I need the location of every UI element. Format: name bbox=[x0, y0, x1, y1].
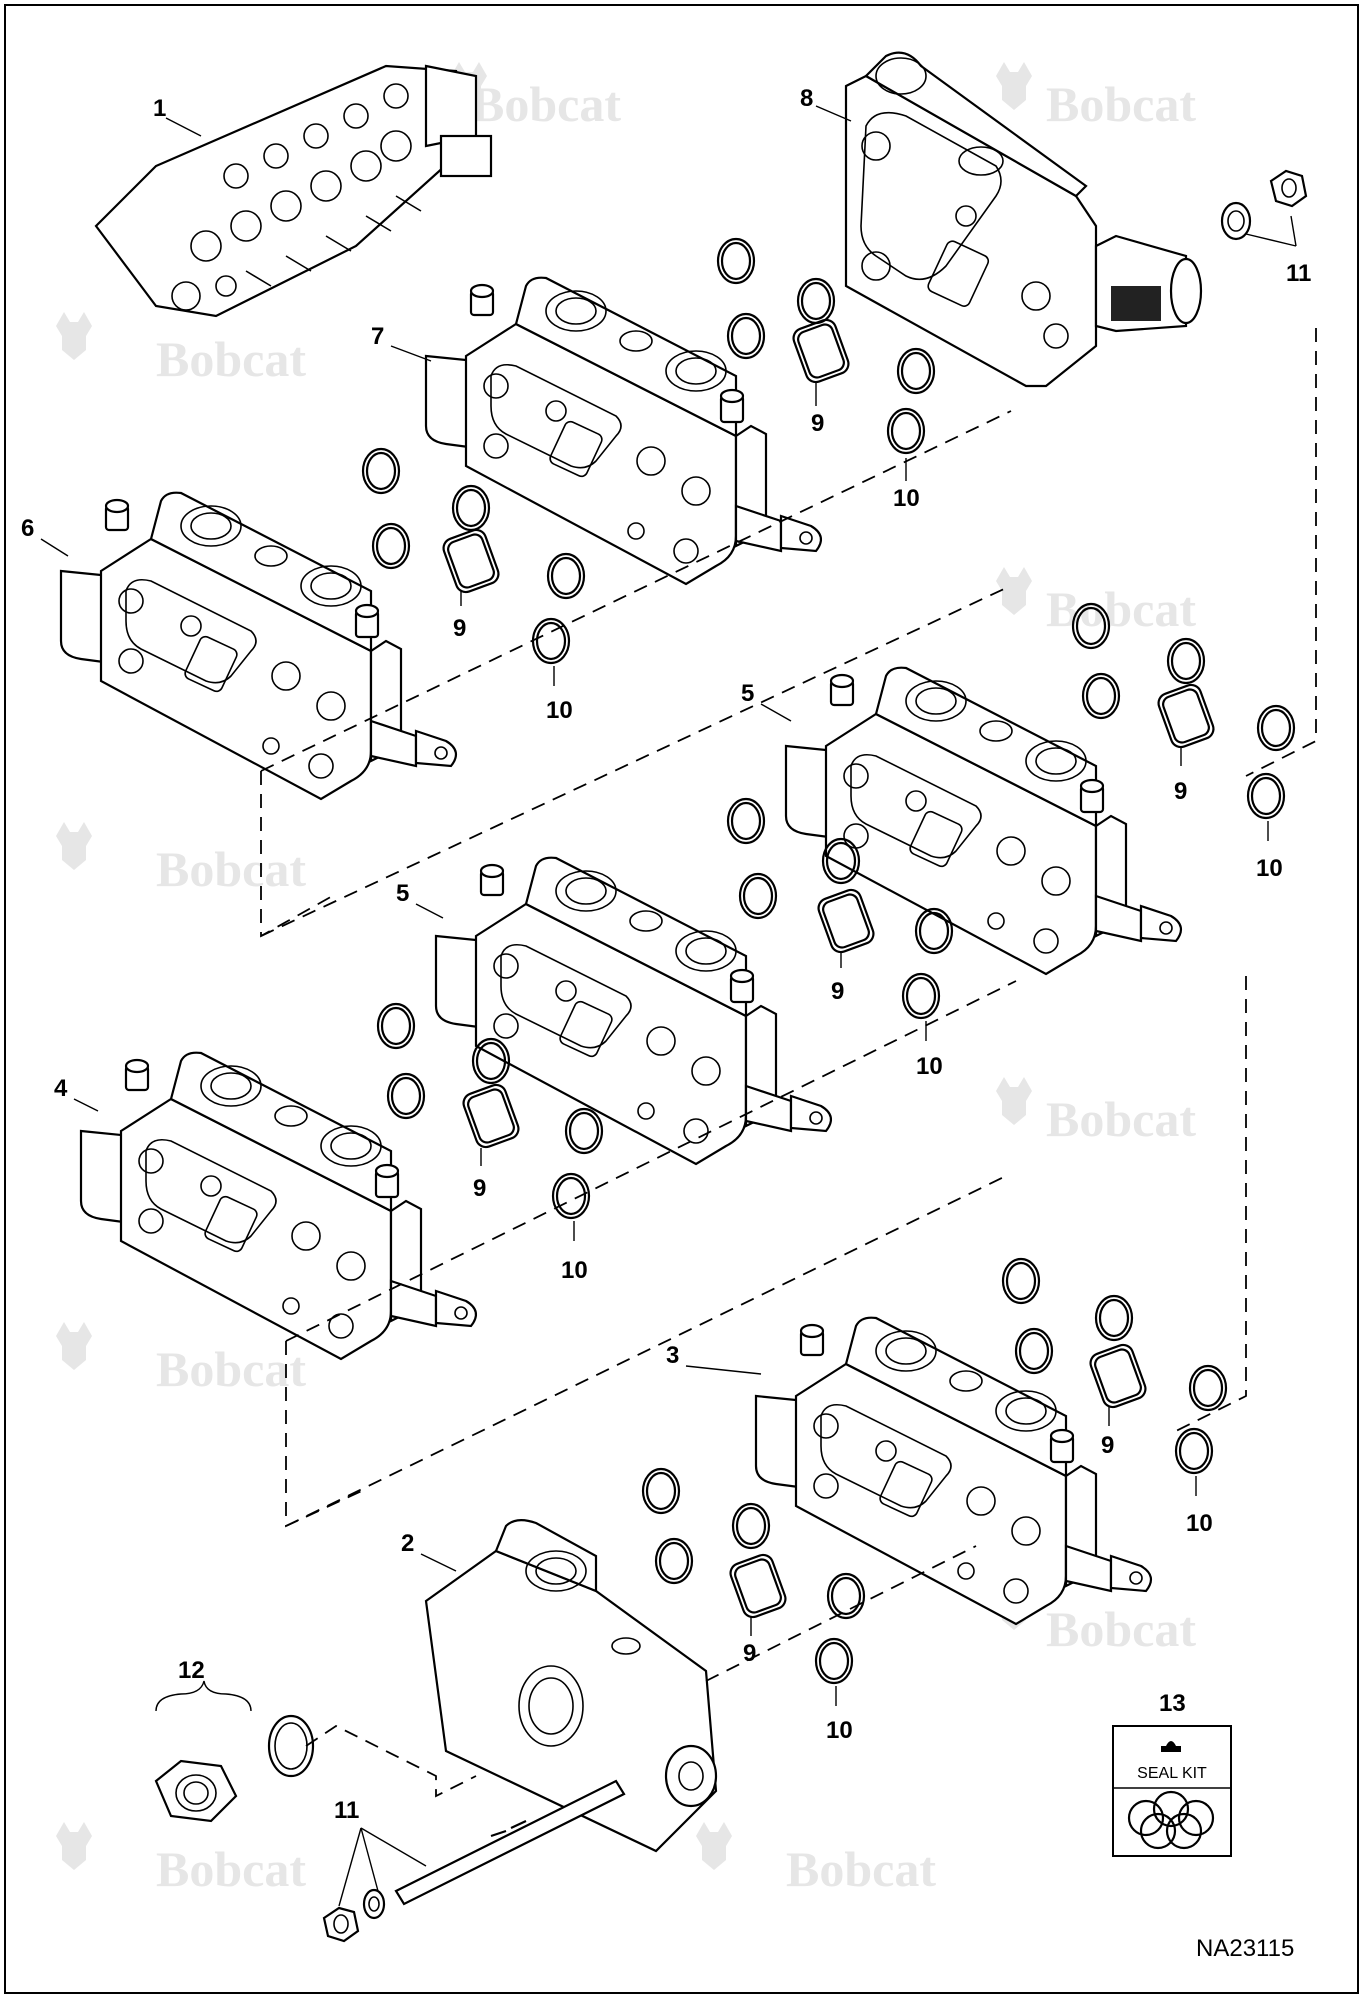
hex-nut-icon bbox=[154, 1759, 238, 1823]
callout-9: 9 bbox=[473, 1175, 486, 1202]
callout-9: 9 bbox=[743, 1640, 756, 1667]
gasket-icon bbox=[1154, 681, 1218, 751]
o-ring-icon bbox=[796, 277, 836, 325]
callout-4: 4 bbox=[54, 1075, 68, 1102]
exploded-diagram: Bobcat Bobcat Bobcat Bobcat Bobcat Bobca… bbox=[21, 51, 1317, 1962]
callout-8: 8 bbox=[800, 85, 813, 112]
callout-9: 9 bbox=[1101, 1432, 1114, 1459]
watermark-text: Bobcat bbox=[1046, 1091, 1196, 1147]
callout-9: 9 bbox=[831, 978, 844, 1005]
o-ring-icon bbox=[1127, 1790, 1215, 1850]
callout-13: 13 bbox=[1159, 1690, 1186, 1717]
callout-5-lower: 5 bbox=[396, 880, 409, 907]
gasket-icon bbox=[814, 886, 878, 956]
o-ring-icon bbox=[914, 907, 954, 955]
watermark-text: Bobcat bbox=[471, 76, 621, 132]
o-ring-icon bbox=[531, 617, 571, 665]
callout-9: 9 bbox=[811, 410, 824, 437]
watermark-text: Bobcat bbox=[156, 1341, 306, 1397]
tie-rod bbox=[394, 1779, 626, 1906]
o-ring-icon bbox=[376, 1002, 416, 1050]
seal-kit-box: SEAL KIT bbox=[1112, 1725, 1232, 1857]
o-ring-icon bbox=[551, 1172, 591, 1220]
seal-ring-icon bbox=[362, 1888, 386, 1920]
o-ring-icon bbox=[654, 1537, 694, 1585]
callout-10: 10 bbox=[893, 485, 920, 512]
valve-section-4 bbox=[79, 1051, 478, 1361]
seal-ring-icon bbox=[1220, 201, 1252, 241]
diagram-frame: Bobcat Bobcat Bobcat Bobcat Bobcat Bobca… bbox=[4, 4, 1359, 1994]
o-ring-icon bbox=[1081, 672, 1121, 720]
o-ring-icon bbox=[546, 552, 586, 600]
o-ring-icon bbox=[901, 972, 941, 1020]
o-ring-icon bbox=[386, 1072, 426, 1120]
o-ring-icon bbox=[451, 484, 491, 532]
o-ring-icon bbox=[1166, 637, 1206, 685]
solenoid-icon bbox=[439, 134, 493, 178]
hex-nut-icon bbox=[1269, 169, 1308, 208]
o-ring-icon bbox=[716, 237, 756, 285]
valve-section-6 bbox=[59, 491, 458, 801]
o-ring-icon bbox=[886, 407, 926, 455]
o-ring-icon bbox=[564, 1107, 604, 1155]
callout-7: 7 bbox=[371, 323, 384, 350]
callout-11-bottom: 11 bbox=[334, 1797, 359, 1824]
gasket-icon bbox=[1086, 1341, 1150, 1411]
o-ring-icon bbox=[726, 797, 766, 845]
callout-5-upper: 5 bbox=[741, 680, 754, 707]
o-ring-icon bbox=[1014, 1327, 1054, 1375]
callout-10: 10 bbox=[561, 1257, 588, 1284]
o-ring-icon bbox=[1246, 772, 1286, 820]
watermark-text: Bobcat bbox=[156, 331, 306, 387]
callout-1: 1 bbox=[153, 95, 166, 122]
o-ring-icon bbox=[1001, 1257, 1041, 1305]
gasket-icon bbox=[459, 1081, 523, 1151]
gasket-icon bbox=[789, 316, 853, 386]
callout-10: 10 bbox=[1256, 855, 1283, 882]
o-ring-icon bbox=[1174, 1427, 1214, 1475]
o-ring-icon bbox=[641, 1467, 681, 1515]
hex-nut-icon bbox=[322, 1906, 360, 1943]
o-ring-icon bbox=[1188, 1364, 1228, 1412]
callout-6: 6 bbox=[21, 515, 34, 542]
watermark-layer: Bobcat Bobcat Bobcat Bobcat Bobcat Bobca… bbox=[56, 62, 1196, 1897]
callout-10: 10 bbox=[546, 697, 573, 724]
drawing-reference: NA23115 bbox=[1196, 1935, 1294, 1962]
valve-assembly bbox=[94, 64, 493, 318]
watermark-text: Bobcat bbox=[156, 841, 306, 897]
o-ring-icon bbox=[896, 347, 936, 395]
seal-kit-bag-icon bbox=[1161, 1741, 1181, 1752]
callout-10: 10 bbox=[916, 1053, 943, 1080]
valve-section-3 bbox=[754, 1316, 1153, 1626]
o-ring-icon bbox=[1094, 1294, 1134, 1342]
o-ring-icon bbox=[731, 1502, 771, 1550]
o-ring-icon bbox=[738, 872, 778, 920]
watermark-text: Bobcat bbox=[156, 1841, 306, 1897]
o-ring-icon bbox=[1256, 704, 1296, 752]
callout-3: 3 bbox=[666, 1342, 679, 1369]
inlet-section bbox=[844, 51, 1203, 388]
gasket-icon bbox=[726, 1551, 790, 1621]
callout-9: 9 bbox=[453, 615, 466, 642]
o-ring-icon bbox=[814, 1637, 854, 1685]
seal-kit-label: SEAL KIT bbox=[1137, 1765, 1207, 1782]
callout-10: 10 bbox=[826, 1717, 853, 1744]
callout-2: 2 bbox=[401, 1530, 414, 1557]
o-ring-icon bbox=[361, 447, 401, 495]
callout-10: 10 bbox=[1186, 1510, 1213, 1537]
o-ring-icon bbox=[371, 522, 411, 570]
watermark-text: Bobcat bbox=[1046, 581, 1196, 637]
o-ring-icon bbox=[726, 312, 766, 360]
callout-9: 9 bbox=[1174, 778, 1187, 805]
watermark-text: Bobcat bbox=[1046, 76, 1196, 132]
callout-12: 12 bbox=[178, 1657, 205, 1684]
watermark-text: Bobcat bbox=[1046, 1601, 1196, 1657]
valve-section-5-upper bbox=[784, 666, 1183, 976]
o-ring-icon bbox=[826, 1572, 866, 1620]
alignment-lines bbox=[260, 328, 1317, 1682]
callout-11-top: 11 bbox=[1286, 260, 1311, 287]
watermark-text: Bobcat bbox=[786, 1841, 936, 1897]
gasket-icon bbox=[439, 526, 503, 596]
outlet-section bbox=[424, 1519, 718, 1853]
